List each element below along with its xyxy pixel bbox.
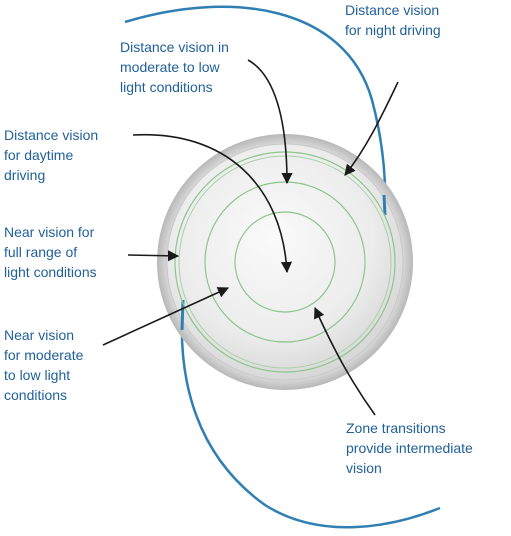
arrow-near-moderate xyxy=(102,287,230,346)
zone-ring-inner xyxy=(234,211,336,313)
label-distance-night-driving: Distance vision for night driving xyxy=(345,2,441,38)
label-distance-moderate-light: Distance vision in moderate to low light… xyxy=(120,39,229,95)
arrow-distance-moderate xyxy=(247,59,293,185)
zone-ring-outer-2 xyxy=(178,155,392,369)
label-zone-transitions: Zone transitions provide intermediate vi… xyxy=(346,420,473,476)
arrow-near-full xyxy=(127,250,180,262)
upper-haptic xyxy=(124,5,387,206)
arrow-distance-day xyxy=(132,133,293,274)
zone-ring-outer xyxy=(174,151,396,373)
arrow-distance-night xyxy=(344,81,399,176)
label-near-full-range: Near vision for full range of light cond… xyxy=(4,224,97,280)
arrow-zone-transitions xyxy=(314,306,376,416)
lower-haptic-tip xyxy=(180,299,185,331)
label-distance-daytime-driving: Distance vision for daytime driving xyxy=(4,127,99,183)
lower-haptic xyxy=(180,317,441,529)
label-near-moderate-light: Near vision for moderate to low light co… xyxy=(4,327,84,403)
lens-optic xyxy=(166,143,404,381)
upper-haptic-tip xyxy=(382,194,387,216)
